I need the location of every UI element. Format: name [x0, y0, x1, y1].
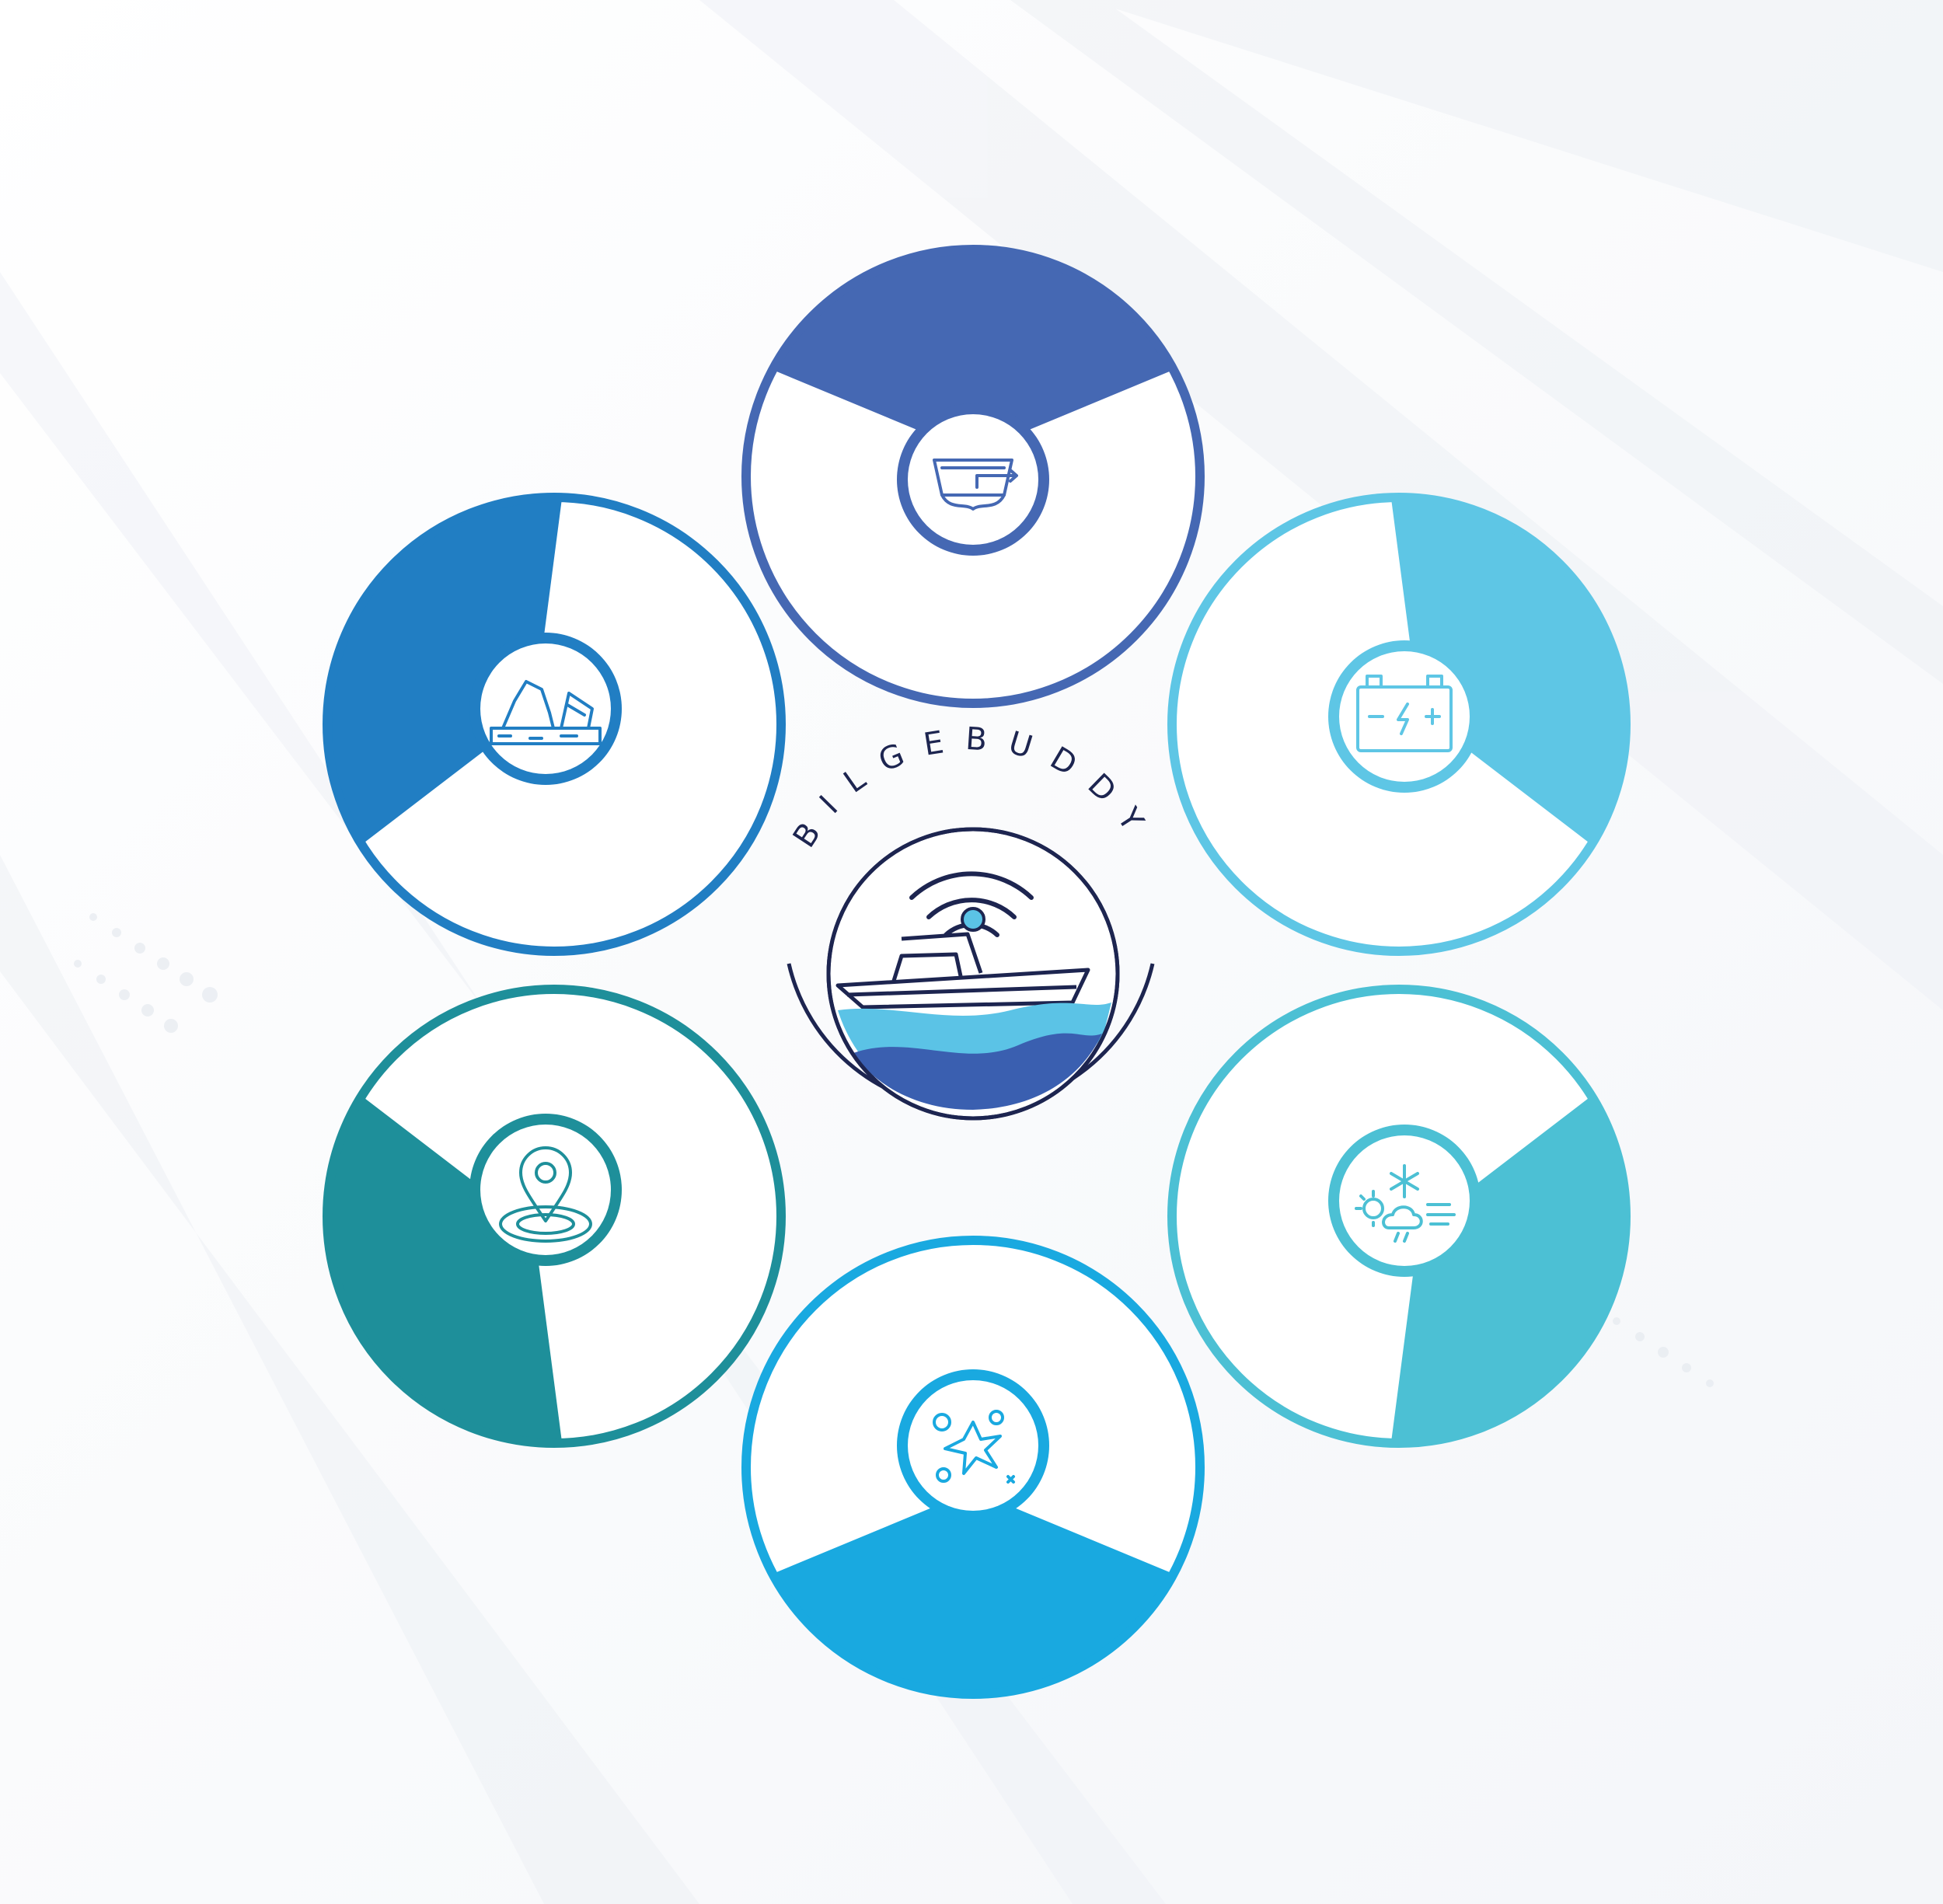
segment-fill — [1390, 497, 1626, 845]
segment-outline — [323, 985, 786, 1448]
location-pin-icon — [499, 1146, 592, 1243]
sinking-ship-icon — [490, 680, 602, 745]
segment-label-line2: Monitoring — [889, 617, 1057, 648]
segment-label-line2: Prevention — [893, 1318, 1061, 1349]
segment-break-away-alerts[interactable]: Break-awayAlerts — [257, 985, 786, 1503]
icon-badge — [480, 1125, 611, 1255]
segment-weather-preparedness[interactable]: WeatherPreparedness — [1167, 985, 1696, 1503]
logo-wave-dark — [853, 1033, 1102, 1110]
icon-badge — [480, 643, 611, 774]
logo-boat-icon — [835, 932, 1090, 1010]
segment-label-line1: Bilge — [934, 583, 1011, 614]
logo-dot — [961, 907, 985, 932]
icon-badge — [908, 414, 1038, 545]
icon-badge — [908, 1380, 1038, 1511]
segment-battery-monitoring[interactable]: BatteryMonitoring — [1167, 438, 1696, 956]
segment-fill — [773, 1491, 1174, 1694]
segment-outline — [1167, 493, 1631, 956]
segment-outline — [741, 245, 1205, 708]
segment-label-line1: Damage — [914, 1284, 1040, 1315]
segment-fill — [327, 497, 563, 845]
segment-fill — [773, 249, 1174, 453]
icon-badge — [1339, 1135, 1470, 1266]
segment-outline — [1167, 985, 1631, 1448]
segment-sinking-prevention[interactable]: SinkingPrevention — [257, 438, 786, 956]
impact-icon — [933, 1410, 1015, 1484]
segment-outline — [323, 493, 786, 956]
segment-outline — [741, 1236, 1205, 1699]
battery-icon — [1356, 675, 1453, 752]
segment-fill — [1390, 1096, 1626, 1443]
boat-hull-icon — [933, 459, 1018, 511]
segment-fill — [327, 1096, 563, 1443]
weather-icon — [1355, 1164, 1456, 1243]
